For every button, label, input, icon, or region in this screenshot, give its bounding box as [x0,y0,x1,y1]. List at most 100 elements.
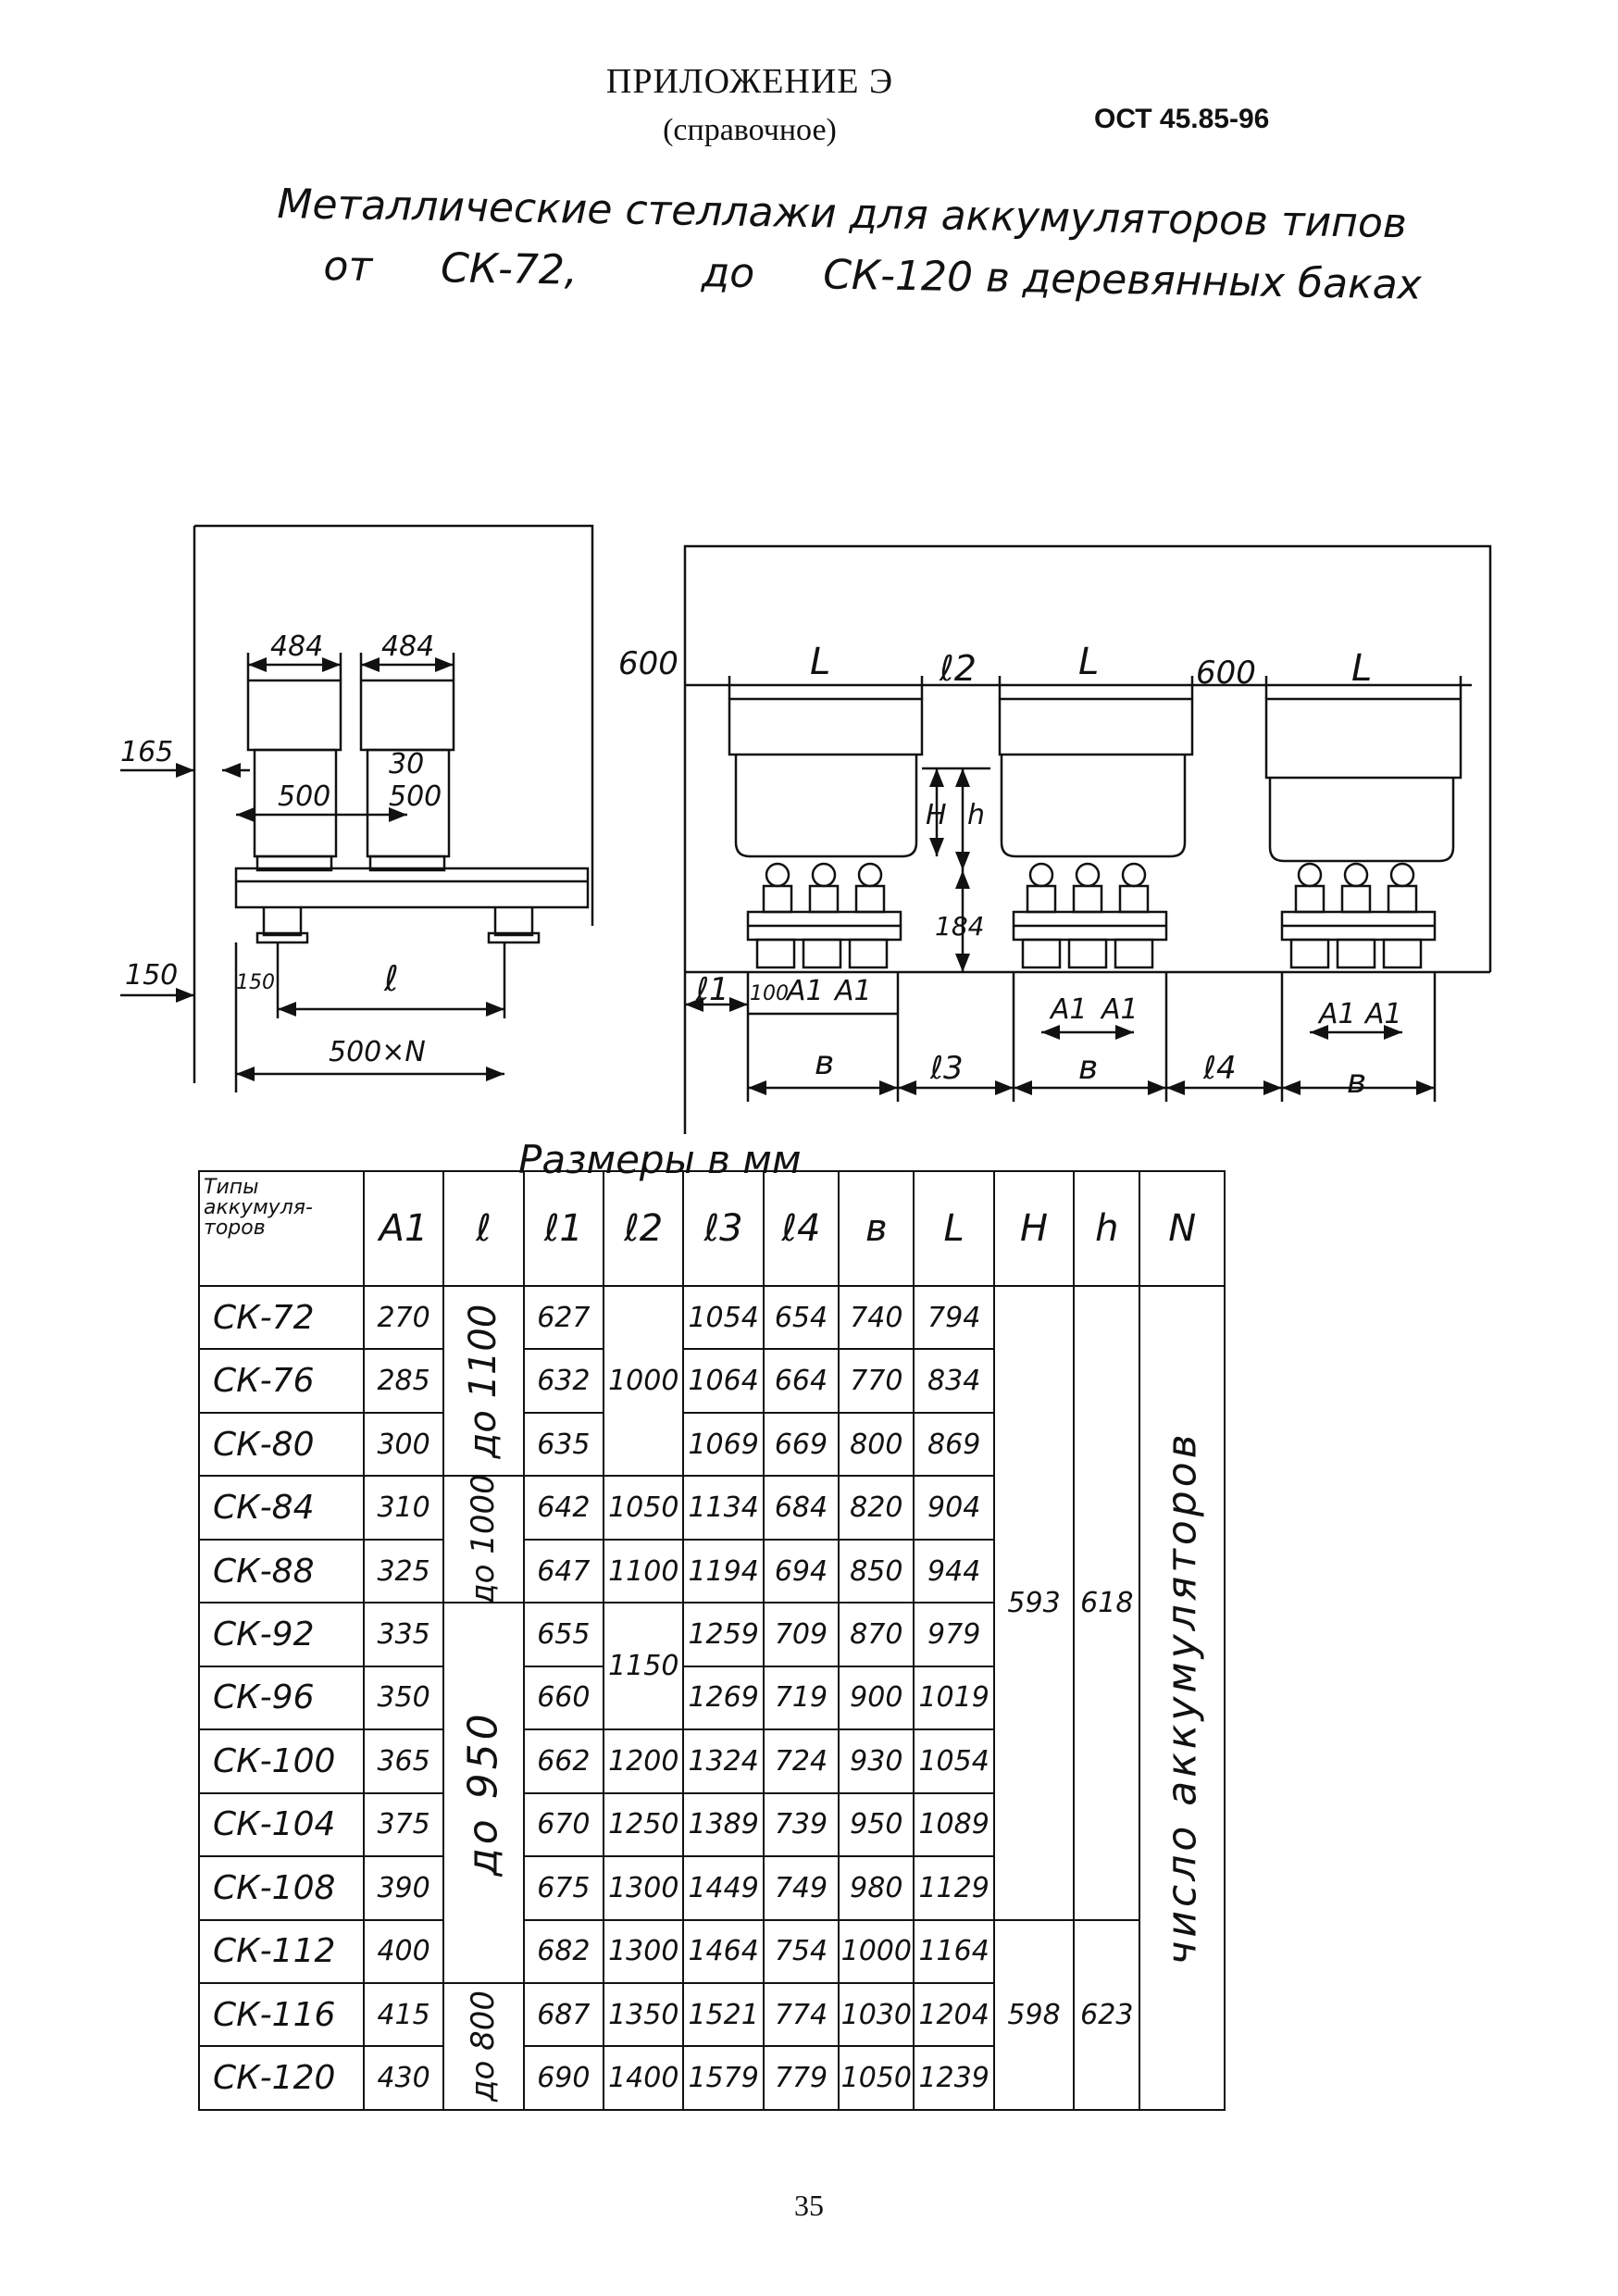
dim-l3: ℓ3 [929,1050,964,1087]
dim-165: 165 [120,736,173,768]
L-cell: 834 [913,1348,995,1414]
l2-cell: 1300 [603,1855,685,1921]
l3-cell: 1269 [682,1665,765,1731]
l4-cell: 664 [762,1348,840,1414]
l4-cell: 749 [762,1855,840,1921]
header-N: N [1139,1170,1226,1287]
right-view [683,544,1492,1134]
dim-b-b: в [1078,1049,1098,1087]
dim-b-a: в [815,1044,834,1082]
table-row: СК-88 325 647 1100 1194 694 850 944 [198,1538,1225,1604]
table-row: СК-72 270 до 1100 627 1000 1054 654 740 … [198,1284,1226,2111]
l3-cell: 1054 [682,1284,765,1351]
a1-cell: 310 [362,1475,445,1541]
table-row: СК-76 285 632 1064 664 770 834 [198,1348,1225,1414]
dim-600-a: 600 [618,645,678,682]
N-cell: число аккумуляторов [1139,1285,1226,2111]
table-row: СК-100 365 662 1200 1324 724 930 1054 [198,1728,1225,1794]
L-cell: 1204 [913,1981,995,2048]
table-row: СК-104 375 670 1250 1389 739 950 1089 [198,1791,1225,1858]
l3-cell: 1134 [682,1475,765,1541]
a1-cell: 300 [362,1411,445,1478]
l1-cell: 642 [522,1475,605,1541]
L-cell: 979 [913,1602,995,1667]
b-cell: 1030 [838,1981,915,2048]
L-cell: 1089 [913,1791,995,1858]
l4-cell: 779 [762,2045,840,2111]
b-cell: 770 [838,1348,915,1414]
a1-cell: 285 [362,1348,445,1414]
dim-500xn: 500×N [329,1036,426,1068]
dim-L-b: L [1078,641,1099,683]
appendix-title: ПРИЛОЖЕНИЕ Э [605,62,894,101]
H-group-cell: 593 [992,1285,1076,1921]
b-cell: 820 [838,1475,915,1541]
L-cell: 1129 [913,1855,995,1921]
a1-cell: 350 [362,1665,445,1731]
dim-l1: ℓ1 [695,971,729,1008]
l4-cell: 754 [762,1918,840,1984]
header-l4: ℓ4 [762,1170,840,1287]
l1-cell: 647 [522,1538,605,1604]
type-cell: СК-108 [198,1855,365,1921]
l3-cell: 1464 [682,1918,765,1984]
type-cell: СК-84 [198,1475,365,1541]
header-H: H [992,1170,1076,1287]
L-cell: 869 [913,1411,995,1478]
dim-l: ℓ [383,958,399,999]
a1-cell: 430 [362,2045,445,2111]
dim-l4: ℓ4 [1202,1050,1237,1087]
l2-cell: 1350 [603,1981,685,2048]
l3-cell: 1069 [682,1411,765,1478]
l4-cell: 774 [762,1981,840,2048]
l2-cell: 1100 [603,1538,685,1604]
l4-cell: 684 [762,1475,840,1541]
dim-150-inner: 150 [236,971,275,994]
l1-cell: 670 [522,1791,605,1858]
h-group-cell: 618 [1073,1285,1141,1921]
l1-cell: 655 [522,1602,605,1667]
b-cell: 870 [838,1602,915,1667]
b-cell: 1000 [838,1918,915,1984]
header-A1: A1 [362,1170,445,1287]
type-cell: СК-116 [198,1981,365,2048]
b-cell: 930 [838,1728,915,1794]
b-cell: 850 [838,1538,915,1604]
l2-cell: 1400 [603,2045,685,2111]
l1-cell: 662 [522,1728,605,1794]
type-cell: СК-72 [198,1284,365,1351]
l4-cell: 694 [762,1538,840,1604]
l2-group-cell: 1150 [603,1602,685,1731]
dim-A1-c: A1 [1049,993,1088,1026]
corner-line-1: Типы [204,1176,259,1199]
a1-cell: 270 [362,1284,445,1351]
table-row: СК-92 335 до 950 655 1150 1259 709 870 9… [198,1602,1225,1984]
l-group-label: до 1100 [462,1304,505,1458]
dim-484-a: 484 [270,630,323,663]
l3-cell: 1449 [682,1855,765,1921]
h-group-cell: 623 [1073,1918,1141,2112]
L-cell: 794 [913,1284,995,1351]
l2-cell: 1200 [603,1728,685,1794]
dim-A1-f: A1 [1363,998,1402,1030]
dim-A1-e: A1 [1317,998,1356,1030]
b-cell: 980 [838,1855,915,1921]
l1-cell: 627 [522,1284,605,1351]
l4-cell: 719 [762,1665,840,1731]
l-group-cell: до 1100 [442,1284,525,1478]
a1-cell: 365 [362,1728,445,1794]
L-cell: 904 [913,1475,995,1541]
l3-cell: 1259 [682,1602,765,1667]
l1-cell: 687 [522,1981,605,2048]
l1-cell: 660 [522,1665,605,1731]
table-row: СК-116 415 до 800 687 1350 1521 774 1030… [198,1981,1225,2112]
dim-b-c: в [1347,1063,1366,1101]
table-row: СК-112 400 682 1300 1464 754 1000 1164 5… [198,1918,1225,2112]
l1-cell: 682 [522,1918,605,1984]
dimensions-table: Типы аккумуля- торов A1 ℓ ℓ1 ℓ2 ℓ3 ℓ4 в … [198,1170,1226,2112]
b-cell: 740 [838,1284,915,1351]
type-cell: СК-96 [198,1665,365,1731]
corner-line-3: торов [204,1217,266,1240]
type-cell: СК-120 [198,2045,365,2111]
l3-cell: 1324 [682,1728,765,1794]
